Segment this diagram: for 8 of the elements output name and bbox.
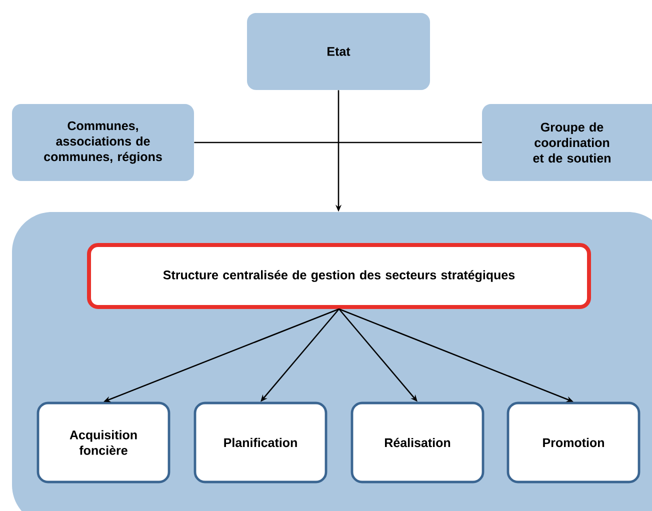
entity-box: Communes, associations de communes, régions xyxy=(12,104,194,181)
activity-box: Planification xyxy=(194,402,328,484)
activity-box: Acquisition foncière xyxy=(36,402,170,484)
activity-box: Promotion xyxy=(506,402,640,484)
entity-box: Etat xyxy=(247,13,430,90)
activity-box: Réalisation xyxy=(350,402,484,484)
central-box: Structure centralisée de gestion des secteurs stratégiques xyxy=(87,243,591,309)
entity-box: Groupe de coordination et de soutien xyxy=(482,104,652,181)
